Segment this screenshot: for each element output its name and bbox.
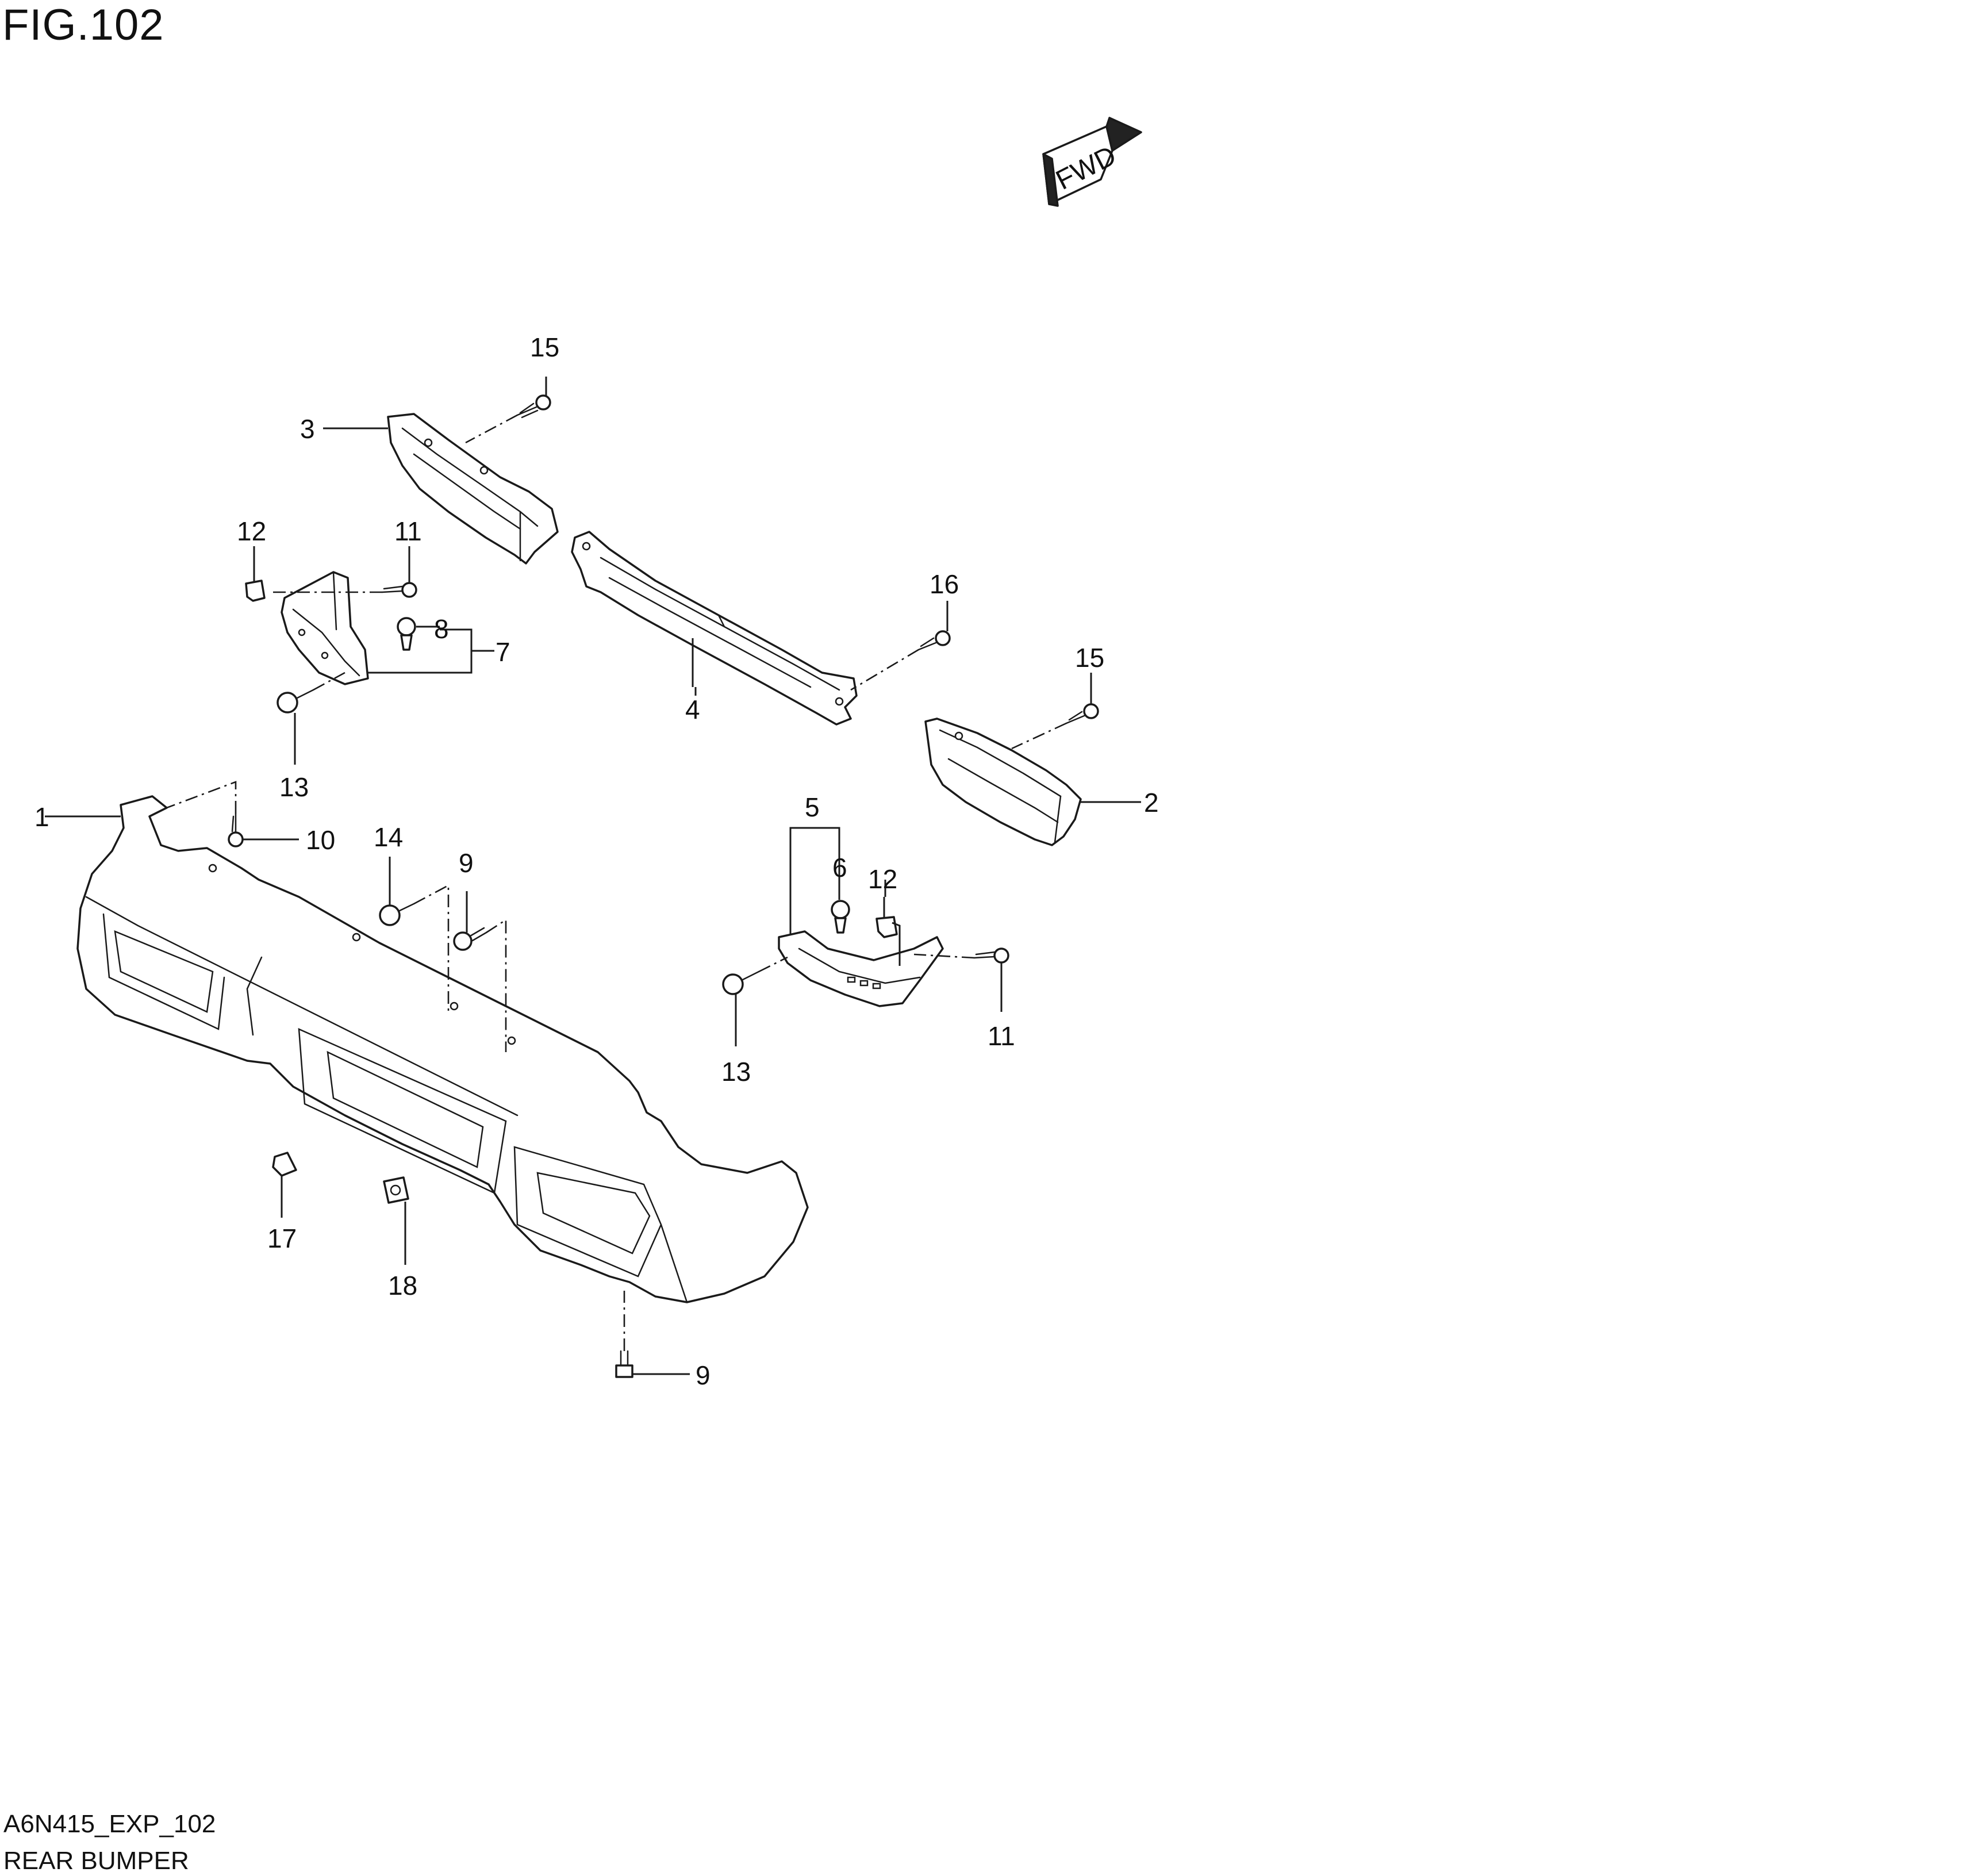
callout-labels: 15 3 12 11 8 7 13 16 4 15 2 1 10 14 9 5 …	[34, 332, 1159, 1390]
screw-10-icon	[228, 812, 244, 847]
figure-code: A6N415_EXP_102	[3, 1810, 216, 1838]
clip-17-icon	[272, 1152, 297, 1177]
callout-9-upper: 9	[459, 848, 474, 878]
screw-15-right-icon	[1065, 703, 1099, 724]
bolt-13-left-icon	[277, 689, 314, 713]
callout-12-left: 12	[237, 516, 266, 546]
clip-12-left-icon	[245, 580, 266, 602]
callout-13-right: 13	[721, 1057, 751, 1087]
callout-8: 8	[434, 614, 449, 644]
side-bracket-part-5	[778, 930, 944, 1007]
callout-5: 5	[805, 792, 820, 822]
side-bracket-part-7	[281, 571, 369, 685]
screw-16-icon	[917, 630, 951, 651]
callout-9-lower: 9	[696, 1360, 711, 1390]
callout-11-right: 11	[988, 1021, 1015, 1051]
bolt-9-upper-icon	[453, 927, 487, 951]
callout-2: 2	[1144, 788, 1159, 818]
nut-6-icon	[831, 900, 850, 934]
leader-lines	[45, 377, 1141, 1375]
bolt-13-right-icon	[722, 970, 760, 995]
figure-name: REAR BUMPER	[3, 1847, 189, 1875]
fwd-direction-arrow: FWD	[1042, 117, 1142, 207]
callout-10: 10	[306, 825, 335, 855]
bracket-part-2	[924, 718, 1082, 846]
clip-12-right-icon	[875, 916, 898, 938]
callout-17: 17	[267, 1223, 297, 1253]
callout-16: 16	[930, 569, 959, 599]
nut-18-icon	[383, 1176, 409, 1204]
callout-18: 18	[388, 1271, 417, 1300]
nut-8-icon	[397, 617, 416, 651]
screw-11-right-icon	[973, 947, 1009, 964]
callout-4: 4	[685, 695, 700, 724]
assembly-lines	[166, 414, 1067, 1351]
bolt-14-icon	[379, 903, 415, 926]
callout-6: 6	[832, 853, 847, 883]
callout-1: 1	[34, 802, 49, 832]
bolt-9-lower-icon	[615, 1350, 633, 1378]
beam-part-4	[571, 531, 858, 726]
callout-7: 7	[496, 637, 510, 667]
callout-11-left: 11	[394, 516, 422, 546]
callout-13-left: 13	[279, 772, 309, 802]
figure-title: FIG.102	[2, 1, 164, 49]
screw-15-top-icon	[516, 394, 551, 419]
callout-15-top: 15	[530, 332, 559, 362]
callout-15-right: 15	[1075, 643, 1104, 673]
bracket-part-3	[387, 413, 559, 565]
callout-3: 3	[300, 414, 315, 444]
callout-14: 14	[374, 822, 403, 852]
screw-11-left-icon	[381, 582, 417, 598]
bumper-cover-part-1	[76, 795, 809, 1303]
callout-12-right: 12	[868, 864, 897, 894]
